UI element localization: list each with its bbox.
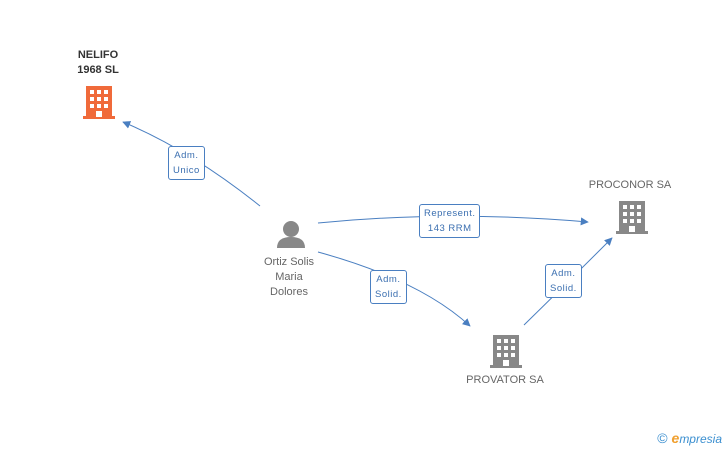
brand-initial: e [671, 430, 680, 446]
building-icon-nelifo[interactable] [83, 86, 115, 119]
edge-label-line2: Solid. [550, 283, 577, 294]
copyright-icon: © [657, 430, 668, 446]
footer-brand: © empresia [657, 430, 722, 446]
edge-label-line1: Adm. [376, 274, 401, 285]
proconor-name: PROCONOR SA [588, 179, 672, 191]
node-label-person[interactable]: Ortiz Solis Maria Dolores [246, 255, 332, 300]
node-label-nelifo[interactable]: NELIFO 1968 SL [58, 48, 138, 78]
building-icon-proconor[interactable] [616, 201, 648, 234]
edge-label-adm-unico: Adm. Unico [168, 146, 205, 180]
node-label-proconor[interactable]: PROCONOR SA [578, 178, 682, 193]
edge-label-line2: Solid. [375, 289, 402, 300]
provator-name: PROVATOR SA [466, 374, 544, 386]
edge-label-adm-solid-person: Adm. Solid. [370, 270, 407, 304]
edge-label-line1: Adm. [174, 150, 199, 161]
edge-label-adm-solid-provator: Adm. Solid. [545, 264, 582, 298]
edge-label-line1: Adm. [551, 268, 576, 279]
edge-label-represent: Represent. 143 RRM [419, 204, 481, 238]
nelifo-name-line1: NELIFO [77, 49, 119, 61]
edge-person-to-provator [317, 251, 471, 327]
edge-label-line1: Represent. [424, 208, 476, 219]
brand-name: mpresia [679, 432, 722, 446]
brand-logo: empresia [672, 430, 722, 446]
edge-label-line2: 143 RRM [427, 223, 472, 234]
nelifo-name-line2: 1968 SL [77, 64, 119, 76]
person-name-line1: Ortiz Solis [263, 256, 315, 268]
node-label-provator[interactable]: PROVATOR SA [455, 373, 555, 388]
building-icon-provator[interactable] [490, 335, 522, 368]
edge-label-line2: Unico [173, 165, 200, 176]
person-name-line3: Dolores [270, 286, 308, 298]
person-icon[interactable] [277, 221, 305, 248]
person-name-line2: Maria [275, 271, 303, 283]
